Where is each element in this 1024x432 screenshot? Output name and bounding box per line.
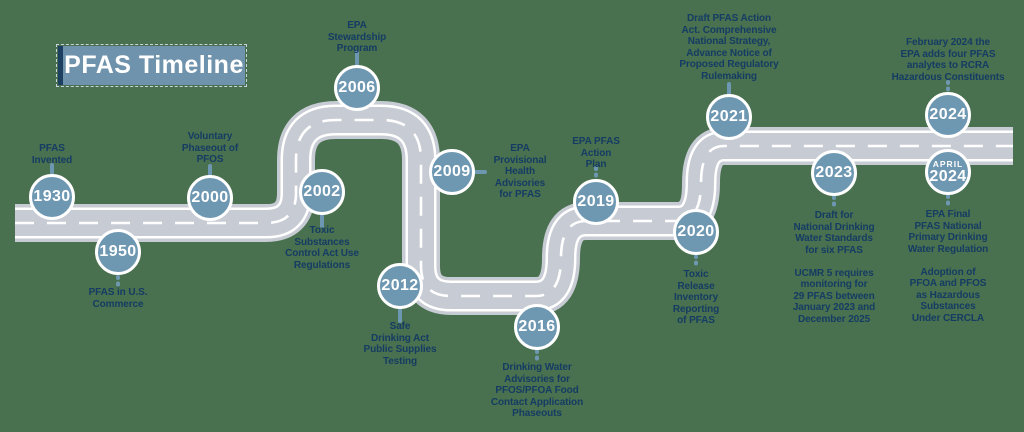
year-marker-2023: 2023 bbox=[811, 150, 857, 196]
year-marker-2021: 2021 bbox=[706, 94, 752, 140]
year-marker-2009: 2009 bbox=[429, 149, 475, 195]
year-prefix-text: APRIL bbox=[932, 158, 964, 169]
year-text: 2012 bbox=[381, 277, 419, 294]
milestone-label-2019: EPA PFAS Action Plan bbox=[572, 136, 620, 170]
year-text: 1930 bbox=[33, 188, 71, 205]
year-marker-2012: 2012 bbox=[377, 263, 423, 309]
year-text: 2021 bbox=[710, 108, 748, 125]
year-marker-1950: 1950 bbox=[95, 229, 141, 275]
year-marker-2020: 2020 bbox=[673, 209, 719, 255]
year-text: 2016 bbox=[518, 318, 556, 335]
year-text: 1950 bbox=[99, 243, 137, 260]
milestone-label-2024-april: EPA Final PFAS National Primary Drinking… bbox=[907, 209, 989, 324]
milestone-label-2020: Toxic Release Inventory Reporting of PFA… bbox=[672, 269, 720, 326]
year-marker-2024-feb: 2024 bbox=[925, 92, 971, 138]
milestone-label-1950: PFAS in U.S. Commerce bbox=[88, 287, 148, 310]
year-marker-2024-april: APRIL 2024 bbox=[925, 149, 971, 195]
year-marker-2006: 2006 bbox=[334, 65, 380, 111]
milestone-label-2006: EPA Stewardship Program bbox=[327, 20, 387, 54]
milestone-label-2021: Draft PFAS Action Act. Comprehensive Nat… bbox=[679, 13, 779, 82]
year-marker-1930: 1930 bbox=[29, 174, 75, 220]
year-text: 2024 bbox=[929, 106, 967, 123]
milestone-label-2012: Safe Drinking Act Public Supplies Testin… bbox=[363, 321, 437, 367]
year-text: 2002 bbox=[303, 183, 341, 200]
year-text: 2009 bbox=[433, 163, 471, 180]
year-text: 2020 bbox=[677, 223, 715, 240]
year-marker-2016: 2016 bbox=[514, 304, 560, 350]
year-text: 2023 bbox=[815, 164, 853, 181]
milestone-label-2002: Toxic Substances Control Act Use Regulat… bbox=[285, 225, 359, 271]
milestone-label-2016: Drinking Water Advisories for PFOS/PFOA … bbox=[490, 362, 584, 419]
year-marker-2002: 2002 bbox=[299, 169, 345, 215]
milestone-label-2024-feb: February 2024 the EPA adds four PFAS ana… bbox=[891, 37, 1005, 83]
milestone-label-1930: PFAS Invented bbox=[31, 143, 73, 166]
year-text: 2019 bbox=[577, 193, 615, 210]
page-title: PFAS Timeline bbox=[56, 44, 247, 87]
year-text: 2000 bbox=[191, 189, 229, 206]
year-marker-2000: 2000 bbox=[187, 175, 233, 221]
milestone-label-2009: EPA Provisional Health Advisories for PF… bbox=[493, 143, 547, 200]
year-marker-2019: 2019 bbox=[573, 179, 619, 225]
year-text: 2024 bbox=[929, 167, 967, 185]
milestone-label-2023: Draft for National Drinking Water Standa… bbox=[792, 210, 876, 325]
year-text: 2006 bbox=[338, 79, 376, 96]
milestone-label-2000: Voluntary Phaseout of PFOS bbox=[181, 131, 239, 165]
